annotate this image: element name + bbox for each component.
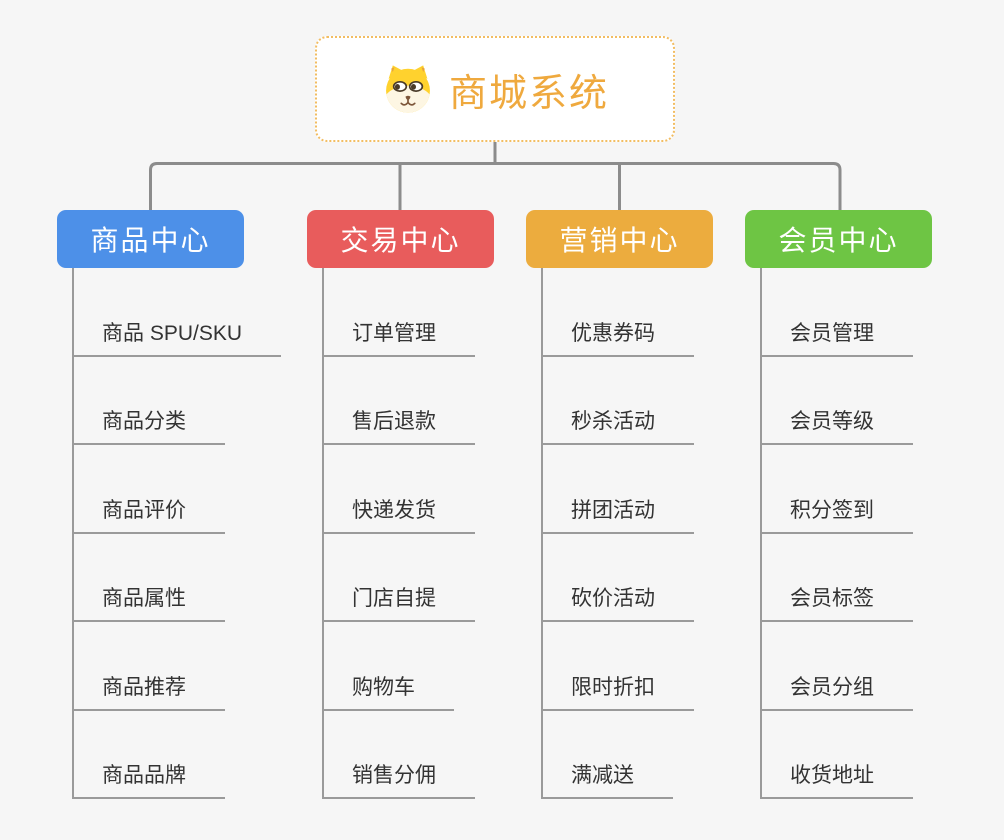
branch-col-trade: 交易中心 订单管理 售后退款 快递发货 门店自提 购物车 销售分佣: [307, 210, 494, 799]
leaf-label: 会员标签: [762, 582, 913, 622]
leaf-label: 商品 SPU/SKU: [74, 317, 282, 357]
branch-col-marketing: 营销中心 优惠券码 秒杀活动 拼团活动 砍价活动 限时折扣 满减送: [526, 210, 713, 799]
branch-children: 商品 SPU/SKU 商品分类 商品评价 商品属性 商品推荐 商品品牌: [72, 268, 282, 799]
branch-col-member: 会员中心 会员管理 会员等级 积分签到 会员标签 会员分组 收货地址: [745, 210, 932, 799]
leaf-node[interactable]: 商品 SPU/SKU: [72, 268, 282, 357]
leaf-label: 售后退款: [324, 405, 475, 445]
leaf-node[interactable]: 门店自提: [322, 533, 475, 622]
branch-label: 营销中心: [559, 225, 680, 256]
leaf-node[interactable]: 商品推荐: [72, 622, 281, 711]
leaf-label: 收货地址: [762, 759, 913, 799]
leaf-node[interactable]: 销售分佣: [322, 710, 475, 799]
leaf-node[interactable]: 积分签到: [760, 445, 913, 534]
branch-node-member[interactable]: 会员中心: [745, 210, 932, 268]
leaf-label: 商品推荐: [74, 671, 225, 711]
leaf-label: 商品分类: [74, 405, 225, 445]
branch-label: 交易中心: [340, 225, 461, 256]
leaf-label: 门店自提: [324, 582, 475, 622]
leaf-node[interactable]: 商品品牌: [72, 710, 281, 799]
leaf-label: 会员分组: [762, 671, 913, 711]
leaf-node[interactable]: 会员分组: [760, 622, 913, 711]
branch-node-trade[interactable]: 交易中心: [307, 210, 494, 268]
branch-node-product[interactable]: 商品中心: [57, 210, 244, 268]
leaf-node[interactable]: 限时折扣: [541, 622, 694, 711]
branch-children: 会员管理 会员等级 积分签到 会员标签 会员分组 收货地址: [760, 268, 913, 799]
branch-children: 订单管理 售后退款 快递发货 门店自提 购物车 销售分佣: [322, 268, 475, 799]
branch-col-product: 商品中心 商品 SPU/SKU 商品分类 商品评价 商品属性 商品推荐 商品品牌: [57, 210, 282, 799]
leaf-node[interactable]: 商品评价: [72, 445, 281, 534]
leaf-node[interactable]: 秒杀活动: [541, 356, 694, 445]
leaf-label: 商品品牌: [74, 759, 225, 799]
branch-label: 会员中心: [778, 225, 899, 256]
leaf-node[interactable]: 购物车: [322, 622, 475, 711]
leaf-node[interactable]: 快递发货: [322, 445, 475, 534]
leaf-node[interactable]: 拼团活动: [541, 445, 694, 534]
leaf-node[interactable]: 优惠券码: [541, 268, 694, 357]
dog-face-icon: [386, 65, 430, 113]
leaf-label: 商品属性: [74, 582, 225, 622]
leaf-label: 销售分佣: [324, 759, 475, 799]
leaf-label: 商品评价: [74, 494, 225, 534]
leaf-label: 拼团活动: [543, 494, 694, 534]
leaf-node[interactable]: 商品分类: [72, 356, 281, 445]
leaf-node[interactable]: 砍价活动: [541, 533, 694, 622]
leaf-node[interactable]: 收货地址: [760, 710, 913, 799]
leaf-label: 购物车: [324, 671, 454, 711]
leaf-node[interactable]: 会员管理: [760, 268, 913, 357]
leaf-label: 会员等级: [762, 405, 913, 445]
leaf-label: 会员管理: [762, 317, 913, 357]
branch-children: 优惠券码 秒杀活动 拼团活动 砍价活动 限时折扣 满减送: [541, 268, 694, 799]
branch-label: 商品中心: [90, 225, 211, 256]
root-node[interactable]: 商城系统: [315, 36, 675, 142]
leaf-node[interactable]: 售后退款: [322, 356, 475, 445]
leaf-label: 订单管理: [324, 317, 475, 357]
leaf-label: 限时折扣: [543, 671, 694, 711]
leaf-label: 积分签到: [762, 494, 913, 534]
leaf-label: 砍价活动: [543, 582, 694, 622]
branch-node-marketing[interactable]: 营销中心: [526, 210, 713, 268]
leaf-node[interactable]: 满减送: [541, 710, 694, 799]
leaf-label: 秒杀活动: [543, 405, 694, 445]
leaf-label: 快递发货: [324, 494, 475, 534]
leaf-node[interactable]: 商品属性: [72, 533, 281, 622]
leaf-node[interactable]: 会员标签: [760, 533, 913, 622]
leaf-label: 优惠券码: [543, 317, 694, 357]
leaf-node[interactable]: 订单管理: [322, 268, 475, 357]
root-title: 商城系统: [448, 72, 609, 115]
leaf-label: 满减送: [543, 759, 673, 799]
leaf-node[interactable]: 会员等级: [760, 356, 913, 445]
